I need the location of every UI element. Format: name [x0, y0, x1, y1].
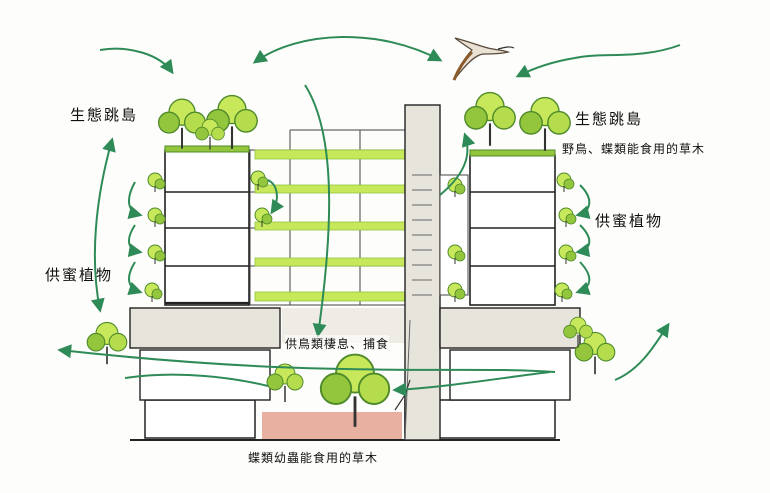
- flow-arrows: [57, 36, 681, 397]
- arrow-icon: [127, 224, 143, 258]
- arrow-icon: [575, 224, 591, 258]
- label-eco-island-right: 生態跳島: [575, 110, 644, 128]
- label-eco-island-left: 生態跳島: [70, 106, 139, 124]
- arrow-icon: [90, 137, 116, 313]
- right-building: [439, 149, 581, 401]
- arrow-icon: [127, 181, 143, 220]
- arrow-icon: [267, 179, 285, 215]
- arrow-icon: [99, 47, 174, 75]
- arrow-icon: [614, 322, 670, 381]
- roof-trees-left: [157, 94, 259, 151]
- arrow-icon: [392, 371, 551, 397]
- arrow-icon: [575, 184, 591, 220]
- arrow-icon: [57, 344, 556, 373]
- label-nectar-left: 供蜜植物: [45, 266, 114, 284]
- ground-line: [130, 399, 560, 441]
- bird-icon: [452, 37, 515, 81]
- arrow-icon: [252, 36, 443, 64]
- label-bird-butterfly-food: 野鳥、蝶類能食用的草木: [562, 142, 706, 156]
- roof-trees-right: [463, 91, 572, 152]
- arrow-icon: [127, 261, 143, 296]
- arrow-icon: [439, 132, 476, 196]
- arrow-icon: [304, 84, 331, 338]
- arrow-icon: [574, 44, 681, 59]
- stair-core: [394, 104, 441, 441]
- label-nectar-right: 供蜜植物: [595, 212, 664, 230]
- arrow-icon: [575, 261, 591, 296]
- label-larva-food: 蝶類幼蟲能食用的草木: [248, 451, 379, 465]
- arrow-icon: [124, 373, 269, 387]
- label-bird-habitat: 供鳥類棲息、捕食: [285, 335, 390, 352]
- left-building: [129, 145, 281, 401]
- arrow-icon: [515, 57, 576, 78]
